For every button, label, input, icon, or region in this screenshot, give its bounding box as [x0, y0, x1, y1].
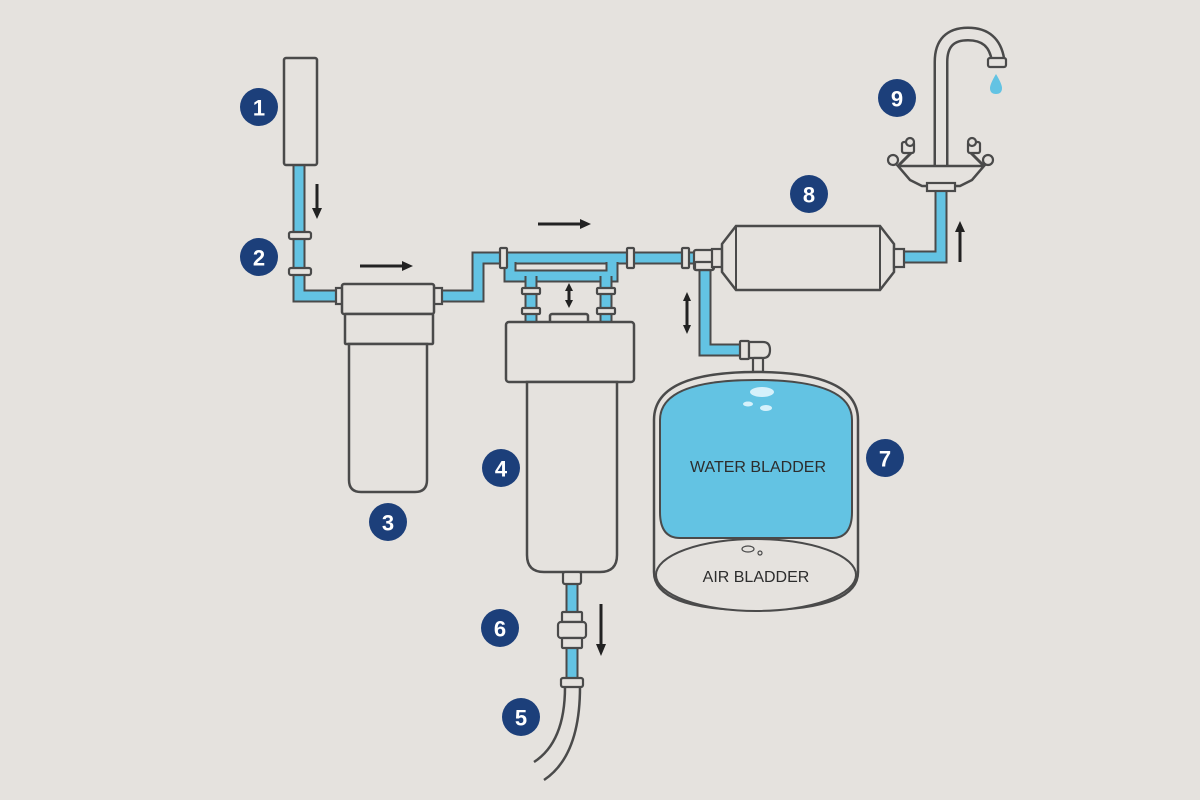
svg-text:5: 5	[515, 706, 527, 731]
water-bladder-label: WATER BLADDER	[690, 459, 826, 476]
badge-5: 5	[502, 698, 540, 736]
badge-9: 9	[878, 79, 916, 117]
badge-1: 1	[240, 88, 278, 126]
supply-inlet	[282, 56, 319, 167]
drain-line	[533, 676, 585, 782]
arrow-up-icon	[955, 221, 965, 262]
faucet	[886, 26, 1008, 193]
post-filter	[710, 224, 906, 292]
pre-filter	[334, 282, 444, 494]
svg-text:3: 3	[382, 511, 394, 536]
arrow-right-icon	[538, 219, 591, 229]
badge-4: 4	[482, 449, 520, 487]
arrow-right-icon	[360, 261, 413, 271]
arrow-down-icon	[596, 604, 606, 656]
flow-arrows	[312, 184, 965, 656]
flow-restrictor	[556, 610, 588, 650]
svg-text:4: 4	[495, 457, 508, 482]
badge-2: 2	[240, 238, 278, 276]
svg-text:7: 7	[879, 447, 891, 472]
arrow-updown-icon	[683, 292, 691, 334]
svg-text:9: 9	[891, 87, 903, 112]
badge-3: 3	[369, 503, 407, 541]
water-bladder	[659, 378, 853, 539]
svg-text:8: 8	[803, 183, 815, 208]
storage-tank: WATER BLADDER AIR BLADDER	[652, 339, 860, 612]
svg-text:1: 1	[253, 96, 265, 121]
badge-8: 8	[790, 175, 828, 213]
air-bladder	[655, 538, 857, 612]
feed-valve	[287, 230, 313, 277]
water-drop-icon	[990, 74, 1002, 94]
badge-6: 6	[481, 609, 519, 647]
arrow-down-icon	[312, 184, 322, 219]
badge-7: 7	[866, 439, 904, 477]
ro-membrane-housing	[504, 286, 636, 586]
line-fittings	[498, 246, 716, 272]
air-bladder-label: AIR BLADDER	[703, 569, 810, 586]
arrow-updown-icon	[565, 283, 573, 308]
svg-text:2: 2	[253, 246, 265, 271]
svg-text:6: 6	[494, 617, 506, 642]
